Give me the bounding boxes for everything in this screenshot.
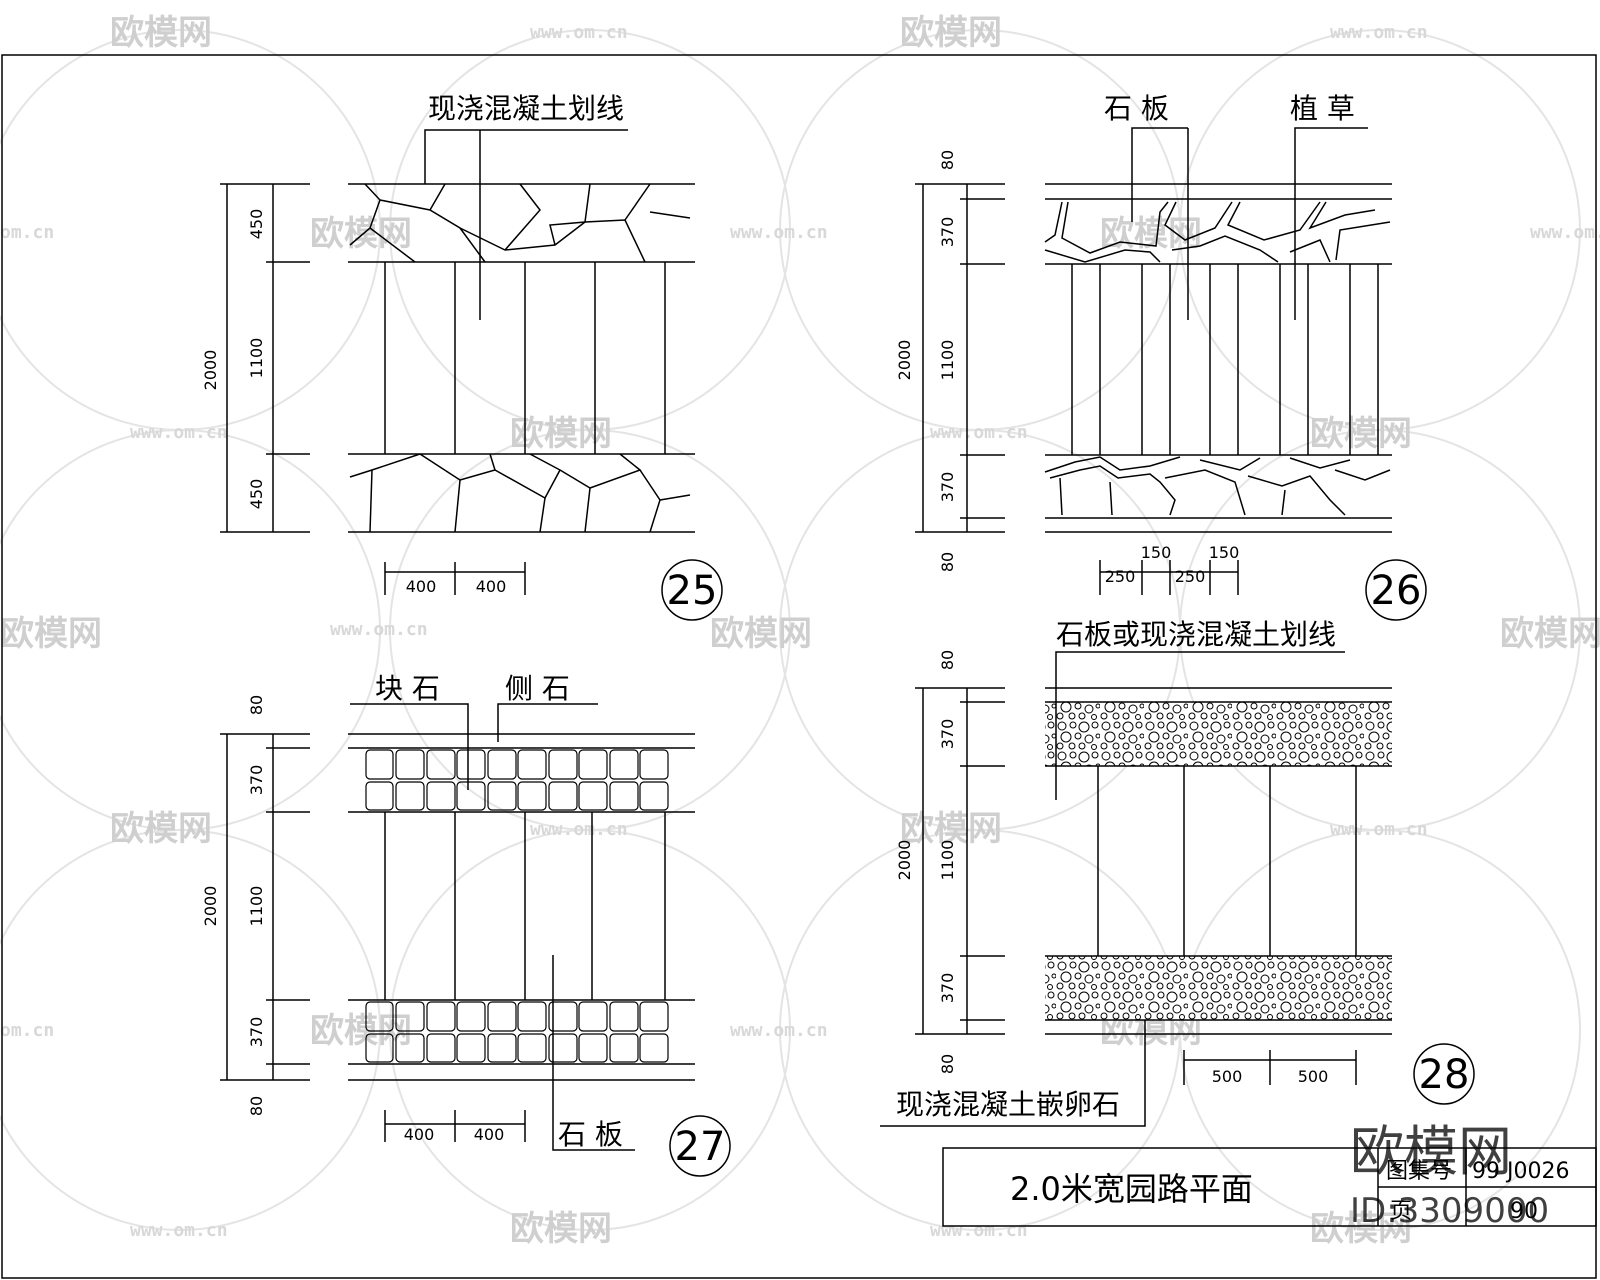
detail-25-number: 25 <box>667 568 718 614</box>
watermark-url: om.cn <box>0 222 54 243</box>
page-no: 90 <box>1510 1199 1538 1224</box>
watermark-brand: 欧模网 <box>900 13 1002 53</box>
detail-26-texts: 石 板 植 草 80 370 2000 1100 370 80 250 150 … <box>895 92 1421 614</box>
title-block-texts: 2.0米宽园路平面 图集号 99 J0026 页 90 <box>1010 1159 1569 1224</box>
detail-27-label-curb: 侧 石 <box>505 672 570 705</box>
dim-width: 400 <box>474 1125 505 1144</box>
dim-width: 150 <box>1141 543 1172 562</box>
detail-28-number: 28 <box>1419 1052 1470 1098</box>
dim-bottom: 450 <box>247 479 266 510</box>
watermark-url: www.om.cn <box>130 422 228 443</box>
dim-bottom-edge: 80 <box>247 1096 266 1116</box>
dim-mid: 1100 <box>938 840 957 881</box>
detail-25-label: 现浇混凝土划线 <box>428 92 624 125</box>
dim-bottom-edge: 80 <box>938 552 957 572</box>
dim-total: 2000 <box>895 340 914 381</box>
watermark-brand: 欧模网 <box>310 1011 412 1051</box>
detail-25-texts: 现浇混凝土划线 2000 450 1100 450 400 400 25 <box>201 92 717 614</box>
dim-width: 400 <box>406 577 437 596</box>
detail-25 <box>220 129 723 621</box>
detail-27-label-slab: 石 板 <box>558 1118 623 1151</box>
dim-width: 250 <box>1105 567 1136 586</box>
dim-top-edge: 80 <box>247 695 266 715</box>
watermark-brand: 欧模网 <box>710 614 812 654</box>
dim-bottom: 370 <box>938 472 957 503</box>
drawing-no-label: 图集号 <box>1386 1159 1452 1184</box>
watermark-url: www.om.cn <box>730 222 828 243</box>
dim-bottom-edge: 80 <box>938 1054 957 1074</box>
page-label: 页 <box>1390 1199 1412 1224</box>
watermark-url: www.om.cn <box>930 422 1028 443</box>
detail-26-label-grass: 植 草 <box>1290 92 1355 125</box>
watermark-brand: 欧模网 <box>1100 214 1202 254</box>
watermark-brand: 欧模网 <box>900 809 1002 849</box>
dim-width: 500 <box>1298 1067 1329 1086</box>
drawing-title: 2.0米宽园路平面 <box>1010 1170 1253 1208</box>
dim-bottom: 370 <box>247 1017 266 1048</box>
watermark-brand: 欧模网 <box>510 1209 612 1249</box>
dim-mid: 1100 <box>247 886 266 927</box>
detail-26-number: 26 <box>1371 568 1422 614</box>
dim-total: 2000 <box>201 886 220 927</box>
watermark-brand: 欧模网 <box>110 13 212 53</box>
drawing-no: 99 J0026 <box>1472 1159 1569 1184</box>
detail-27 <box>220 703 731 1177</box>
dim-top: 370 <box>247 765 266 796</box>
detail-28-texts: 石板或现浇混凝土划线 现浇混凝土嵌卵石 80 370 2000 1100 370… <box>895 618 1469 1121</box>
dim-top-edge: 80 <box>938 150 957 170</box>
detail-26 <box>915 127 1427 621</box>
watermark-brand-large: 欧模网 <box>1350 1120 1512 1183</box>
dim-total: 2000 <box>201 350 220 391</box>
detail-28-label-top: 石板或现浇混凝土划线 <box>1056 618 1336 651</box>
watermark-url: www.om.cn <box>330 619 428 640</box>
detail-28-label-bottom: 现浇混凝土嵌卵石 <box>896 1088 1120 1121</box>
dim-mid: 1100 <box>247 338 266 379</box>
watermark-brand: 欧模网 <box>1310 414 1412 454</box>
title-block <box>942 1147 1597 1227</box>
watermark-brand: 欧模网 <box>0 614 102 654</box>
watermark-url: www.om.cn <box>730 1020 828 1041</box>
dim-width: 400 <box>404 1125 435 1144</box>
dim-bottom: 370 <box>938 973 957 1004</box>
dim-total: 2000 <box>895 840 914 881</box>
watermark-url: www.om.cn <box>1330 22 1428 43</box>
watermark-stamp: 欧模网 ID:3309000 <box>1350 1120 1549 1231</box>
watermark-url: www.om.cn <box>530 819 628 840</box>
dim-top: 370 <box>938 217 957 248</box>
detail-27-texts: 块 石 侧 石 石 板 80 370 2000 1100 370 80 400 … <box>201 672 725 1170</box>
watermark-id: ID:3309000 <box>1350 1191 1549 1231</box>
watermark-url: www.om.cn <box>930 1220 1028 1241</box>
watermark-url: www.om.cn <box>1530 222 1600 243</box>
dim-top: 450 <box>247 209 266 240</box>
watermark-arcs <box>0 29 1581 1231</box>
watermark-url: www.om.cn <box>130 1220 228 1241</box>
watermark-url: www.om.cn <box>1330 819 1428 840</box>
dim-top-edge: 80 <box>938 650 957 670</box>
dim-width: 500 <box>1212 1067 1243 1086</box>
detail-27-label-block: 块 石 <box>375 672 440 705</box>
dim-mid: 1100 <box>938 340 957 381</box>
watermark-brand: 欧模网 <box>1310 1209 1412 1249</box>
watermark-brand: 欧模网 <box>1500 614 1600 654</box>
detail-28 <box>880 651 1475 1127</box>
dim-top: 370 <box>938 719 957 750</box>
detail-26-label-stone: 石 板 <box>1104 92 1169 125</box>
detail-27-number: 27 <box>675 1124 726 1170</box>
dim-width: 250 <box>1175 567 1206 586</box>
sheet-border <box>1 54 1597 1279</box>
dim-width: 150 <box>1209 543 1240 562</box>
dim-width: 400 <box>476 577 507 596</box>
watermark-url: om.cn <box>0 1020 54 1041</box>
watermark-texts: 欧模网 www.om.cn 欧模网 www.om.cn om.cn 欧模网 ww… <box>0 13 1600 1249</box>
watermark-brand: 欧模网 <box>110 809 212 849</box>
watermark-url: www.om.cn <box>530 22 628 43</box>
